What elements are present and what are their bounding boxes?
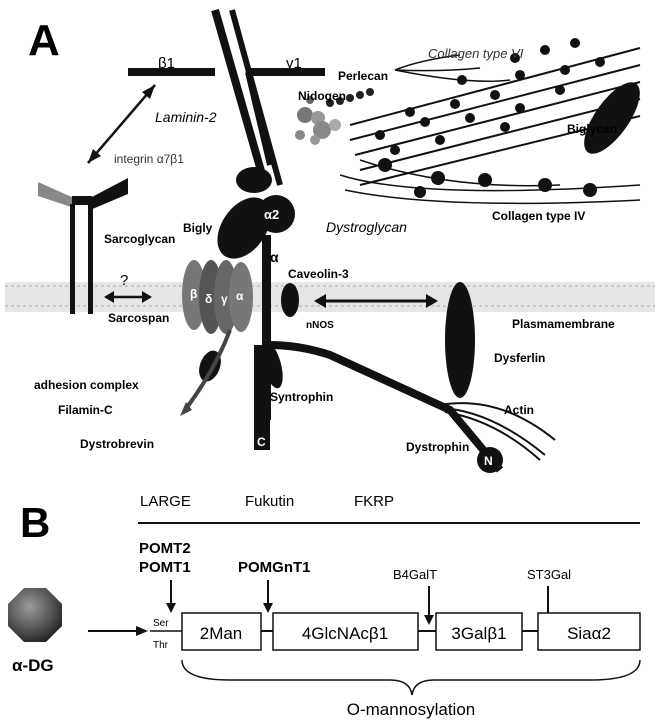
sarcoglycan-label: Sarcoglycan xyxy=(104,232,175,246)
panel-b: B LARGE Fukutin FKRP POMT2 POMT1 POMGnT1… xyxy=(8,493,640,719)
ser-label: Ser xyxy=(153,618,169,629)
enzyme-pomt1: POMT1 xyxy=(139,559,191,576)
o-mannosylation-brace xyxy=(182,660,640,695)
panel-b-label: B xyxy=(20,499,50,546)
dysferlin-shape xyxy=(445,282,475,398)
box-sia-label: Siaα2 xyxy=(567,624,611,643)
collagen-iv-label: Collagen type IV xyxy=(492,209,585,223)
arrowhead xyxy=(136,626,148,636)
enzyme-large: LARGE xyxy=(140,493,191,510)
panel-a-label: A xyxy=(28,16,60,65)
syntrophin-label: Syntrophin xyxy=(270,390,333,404)
laminin-alpha2-label: α2 xyxy=(264,207,279,222)
caveolin-shape xyxy=(281,283,299,317)
laminin-beta-label: β1 xyxy=(158,55,175,72)
biglycan-right-shape xyxy=(574,74,650,162)
collagen-vi-label: Collagen type VI xyxy=(428,46,524,61)
dysferlin-label: Dysferlin xyxy=(494,351,545,365)
collagen-iv-nodes xyxy=(378,158,597,198)
sg-gamma-label: γ xyxy=(221,292,228,306)
enzyme-b4galt: B4GalT xyxy=(393,567,437,582)
nnos-label: nNOS xyxy=(306,320,334,331)
nidogen-label: Nidogen xyxy=(298,89,346,103)
dystrophin-n-label: N xyxy=(484,454,493,468)
biglycan-right-label: Biglycan xyxy=(567,122,617,136)
plasmamembrane-label: Plasmamembrane xyxy=(512,317,615,331)
enzyme-fkrp: FKRP xyxy=(354,493,394,510)
box-glcnac-label: 4GlcNAcβ1 xyxy=(302,624,388,643)
caveolin-label: Caveolin-3 xyxy=(288,267,349,281)
dystrobrevin-label: Dystrobrevin xyxy=(80,437,154,451)
dystrophin-label: Dystrophin xyxy=(406,440,469,454)
o-mannosylation-label: O-mannosylation xyxy=(347,700,476,719)
enzyme-pomgnt1: POMGnT1 xyxy=(238,559,311,576)
enzyme-st3gal: ST3Gal xyxy=(527,567,571,582)
box-2man-label: 2Man xyxy=(200,624,243,643)
sg-delta-label: δ xyxy=(205,292,212,306)
thr-label: Thr xyxy=(153,640,169,651)
actin-label: Actin xyxy=(504,403,534,417)
question-mark: ? xyxy=(120,272,128,289)
sg-alpha-label: α xyxy=(236,289,244,303)
adhesion-complex-label: adhesion complex xyxy=(34,378,139,392)
laminin-2-shape xyxy=(128,10,325,268)
biglycan-center-label: Bigly xyxy=(183,221,213,235)
laminin-label: Laminin-2 xyxy=(155,109,217,125)
alpha-dg-shape xyxy=(8,588,62,642)
enzyme-fukutin: Fukutin xyxy=(245,493,294,510)
sarcospan-label: Sarcospan xyxy=(108,311,169,325)
dystrophin-c-label: C xyxy=(257,435,266,449)
panel-a: A β1 γ1 Laminin-2 α2 xyxy=(5,10,655,473)
perlecan-label: Perlecan xyxy=(338,69,388,83)
alpha-dg-label: α-DG xyxy=(12,656,54,675)
filamin-label: Filamin-C xyxy=(58,403,113,417)
box-gal-label: 3Galβ1 xyxy=(451,624,506,643)
enzyme-pomt2: POMT2 xyxy=(139,540,191,557)
dystroglycan-alpha-label: α xyxy=(270,249,279,265)
dystroglycan-label: Dystroglycan xyxy=(326,219,407,235)
sg-beta-label: β xyxy=(190,287,197,301)
integrin-label: integrin α7β1 xyxy=(114,152,184,166)
laminin-gamma-label: γ1 xyxy=(286,55,302,72)
